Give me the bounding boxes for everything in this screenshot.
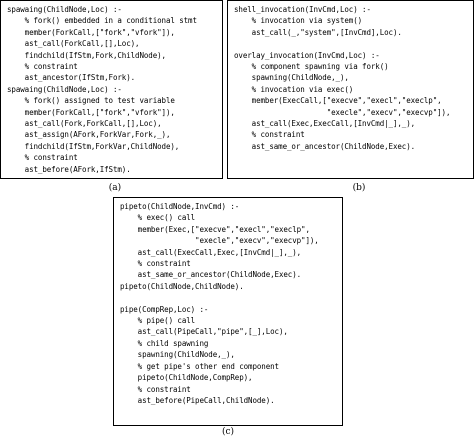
code-listing-a: spawaing(ChildNode,Loc) :- % fork() embe… [7,5,197,174]
code-panel-b: shell_invocation(InvCmd,Loc) :- % invoca… [227,0,474,179]
caption-c: (c) [221,427,235,437]
caption-b: (b) [352,183,366,193]
code-panel-c: pipeto(ChildNode,InvCmd) :- % exec() cal… [113,197,343,426]
code-panel-a: spawaing(ChildNode,Loc) :- % fork() embe… [0,0,223,179]
code-listing-c: pipeto(ChildNode,InvCmd) :- % exec() cal… [120,202,319,405]
caption-a: (a) [108,183,122,193]
code-listing-b: shell_invocation(InvCmd,Loc) :- % invoca… [234,5,451,151]
